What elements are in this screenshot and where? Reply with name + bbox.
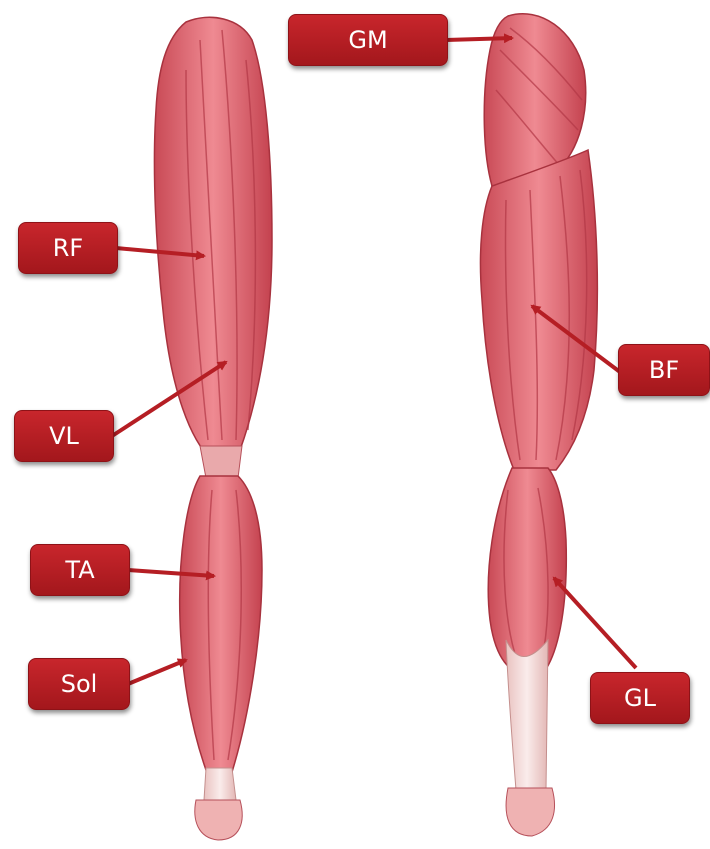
back-heel	[506, 788, 554, 836]
gm-label: GM	[288, 14, 448, 66]
front-thigh	[154, 17, 272, 460]
sol-label: Sol	[28, 658, 130, 710]
back-leg	[480, 14, 597, 836]
front-foot	[195, 800, 242, 840]
gm-arrow	[446, 38, 512, 40]
back-achilles	[506, 640, 548, 790]
ta-label: TA	[30, 544, 130, 596]
front-ankle	[204, 768, 236, 800]
front-shin	[180, 476, 262, 772]
back-calf	[488, 468, 566, 672]
sol-arrow	[128, 660, 186, 684]
bf-label: BF	[618, 344, 710, 396]
front-knee	[200, 446, 242, 478]
vl-label: VL	[14, 410, 114, 462]
gl-label: GL	[590, 672, 690, 724]
gl-arrow	[554, 578, 636, 668]
front-leg	[154, 17, 272, 840]
rf-label: RF	[18, 222, 118, 274]
